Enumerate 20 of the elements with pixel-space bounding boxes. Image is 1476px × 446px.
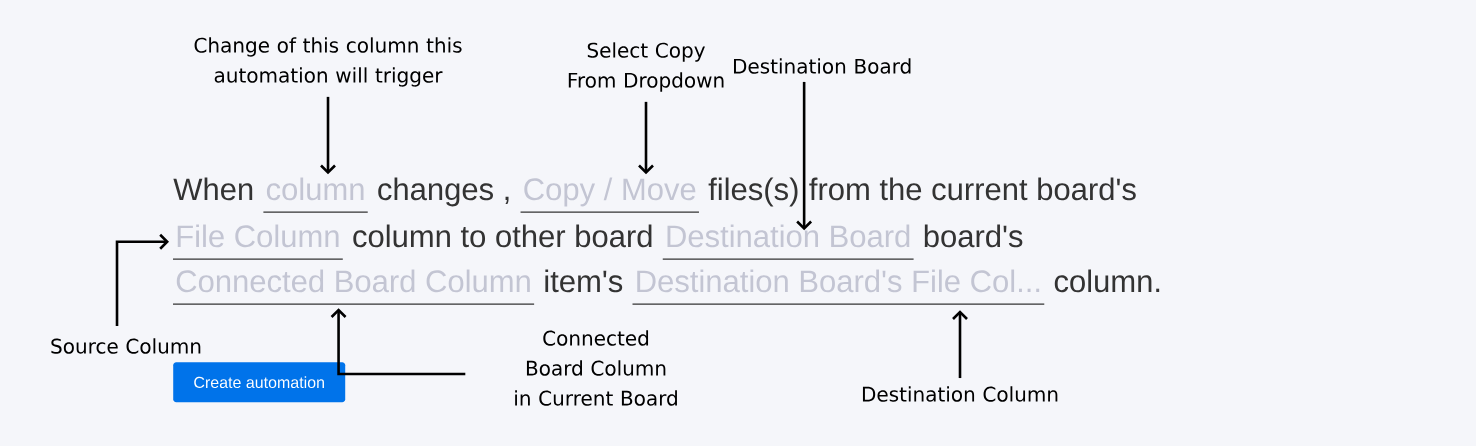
callout-text: Change of this column this automation will trigger bbox=[194, 37, 462, 87]
sentence-text: from the current board's bbox=[809, 177, 1136, 201]
arrow bbox=[115, 233, 169, 327]
callout-text: Source Column bbox=[51, 338, 201, 354]
button: Create automation bbox=[173, 362, 346, 403]
callout-text: Destination Board bbox=[734, 58, 911, 74]
sentence-text: files(s) bbox=[708, 177, 798, 207]
sentence-text: column to other board bbox=[353, 224, 652, 248]
callout-text: Select Copy From Dropdown bbox=[568, 42, 724, 92]
callout-text: Destination Column bbox=[862, 386, 1058, 402]
sentence-text: When bbox=[173, 177, 253, 201]
arrow bbox=[952, 310, 968, 379]
arrow bbox=[638, 101, 654, 175]
arrow bbox=[320, 96, 336, 175]
arrow bbox=[330, 308, 466, 376]
sentence-text: changes , bbox=[378, 177, 509, 207]
callout-text: Connected Board Column in Current Board bbox=[515, 330, 677, 406]
arrow bbox=[796, 81, 813, 231]
sentence-text: item's bbox=[545, 269, 623, 293]
sentence-text: board's bbox=[924, 224, 1023, 248]
